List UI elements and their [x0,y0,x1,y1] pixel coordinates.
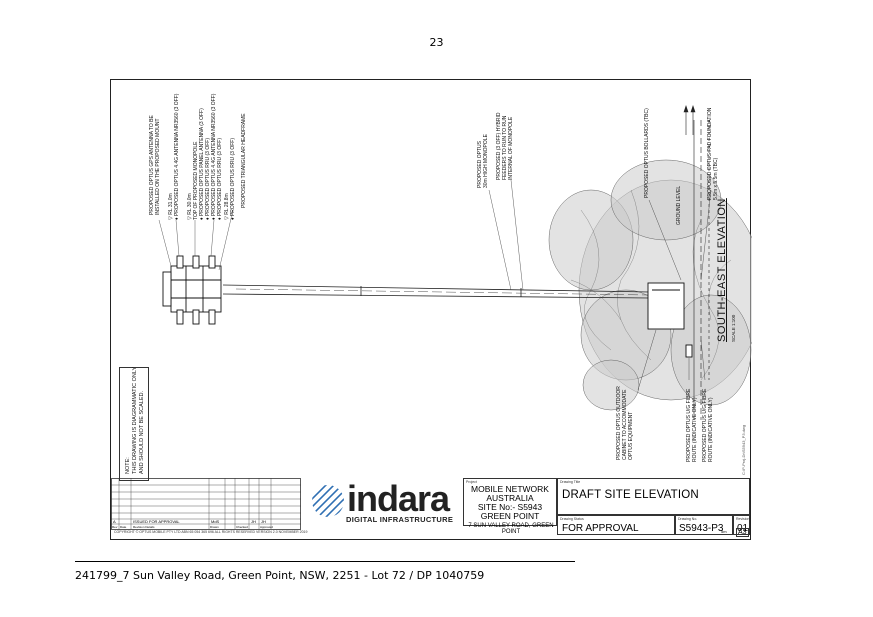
title-block: A ISSUED FOR APPROVAL MdS JH JH Rev Date… [111,478,750,536]
footer-address: 241799_7 Sun Valley Road, Green Point, N… [75,569,485,582]
rev-header-drawn: Drawn [210,525,219,529]
rev-row-details: ISSUED FOR APPROVAL [133,519,180,524]
elevation-drawing [158,105,752,420]
project-line-4: GREEN POINT [480,511,540,521]
drawing-title: DRAFT SITE ELEVATION [562,489,699,501]
rev-header-details: Revision Details [133,525,155,529]
project-line-3: SITE No:- S5943 [477,502,543,512]
project-line-2: AUSTRALIA [486,493,534,503]
drawing-status-label: Drawing Status [560,517,584,521]
copyright: COPYRIGHT © OPTUS MOBILE PTY LTD ABN 65 … [114,530,308,534]
callout-headframe: PROPOSED TRIANGULAR HEADFRAME [241,113,247,208]
project-line-1: MOBILE NETWORK [471,484,549,494]
rev-row-checked: JH [251,519,256,524]
logo-word: indara [347,478,450,519]
project-label: Project [466,480,477,484]
scale-bar-label: 5m [721,529,727,534]
callout-rl28: ▽ RL 28.8m♦ PROPOSED OPTUS RRU (3 OFF) [224,137,236,220]
callout-ground-level: GROUND LEVEL [676,185,682,225]
rev-header-rev: Rev [112,525,118,529]
revision-label: Revision [736,517,750,521]
drawing-number-label: Drawing No. [678,517,698,521]
rev-row-drawn: MdS [211,519,220,524]
rev-row-rev: A [113,519,116,524]
cabinet [647,282,693,358]
rev-header-date: Date [120,525,127,529]
sheet-size: A3 [736,528,749,537]
ground-line [683,105,710,420]
elevation-title: SOUTH-EAST ELEVATION [716,198,728,342]
drawing-status: FOR APPROVAL [562,523,639,534]
leader-lines [158,179,712,391]
headframe [162,255,222,325]
drawing-title-cell: Drawing Title DRAFT SITE ELEVATION [557,478,750,515]
project-address: 7 SUN VALLEY ROAD, GREEN POINT [468,523,554,535]
logo-subtitle: DIGITAL INFRASTRUCTURE [346,515,454,524]
drawing-title-label: Drawing Title [560,480,581,484]
revision-table: A ISSUED FOR APPROVAL MdS JH JH Rev Date… [111,478,301,530]
project-cell: Project MOBILE NETWORK AUSTRALIA SITE No… [463,478,557,535]
rev-header-approved: Approved [260,525,273,529]
callout-rl31: ▽ RL 31.0m♦ PROPOSED OPTUS 4.4G ANTENNA … [168,93,180,220]
rev-row-approved: JH [261,519,266,524]
side-path: C:\P-Proj-Dr\S5943_P3.dwg [741,424,746,475]
elevation-scale: SCALE 1:100 [731,314,736,342]
monopole [222,284,650,299]
callout-bollards: PROPOSED OPTUS BOLLARDS (TBC) [644,108,650,198]
drawing-status-cell: Drawing Status FOR APPROVAL [557,515,675,535]
rev-header-checked: Checked [236,525,248,529]
footer-rule [75,561,575,562]
drawing-number: S5943-P3 [679,523,724,534]
drawing-number-cell: Drawing No. S5943-P3 [675,515,733,535]
indara-logo-icon [312,485,344,517]
page-number: 23 [429,36,444,49]
